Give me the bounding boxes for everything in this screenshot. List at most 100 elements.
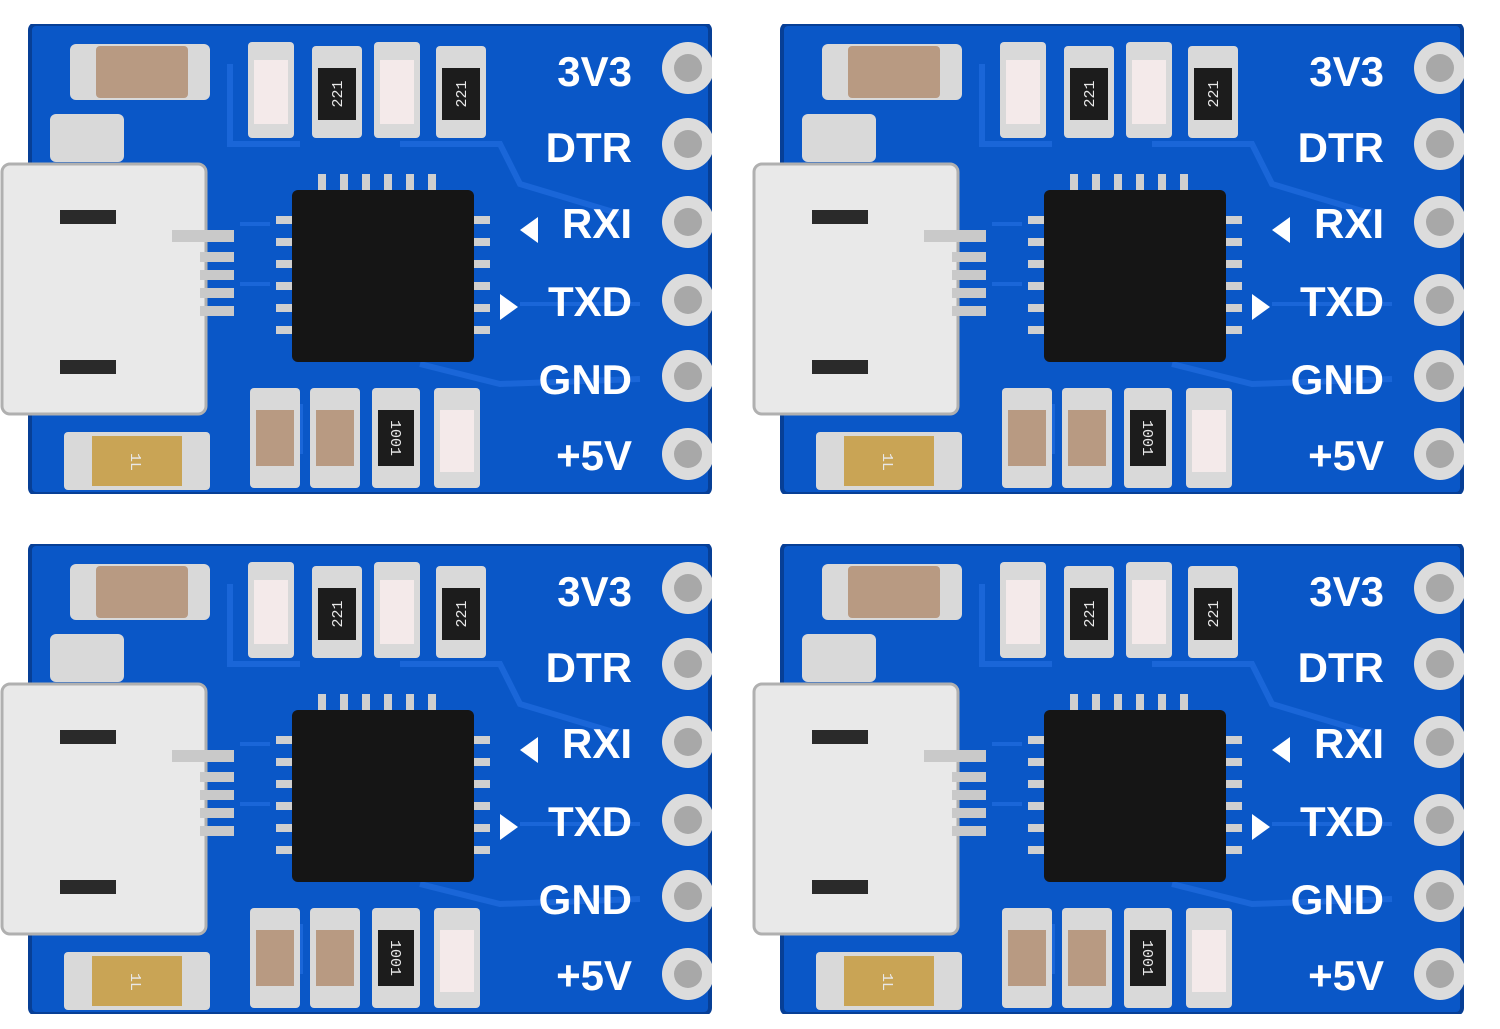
usb-pin xyxy=(952,252,986,262)
input-arrow-icon xyxy=(520,217,538,243)
usb-pin xyxy=(200,288,234,298)
led xyxy=(380,60,414,124)
pin-label-rxi: RXI xyxy=(1314,200,1384,247)
header-holes xyxy=(662,42,712,480)
capacitor xyxy=(848,566,940,618)
usb-pin xyxy=(200,826,234,836)
usb-slot-mark xyxy=(60,880,116,894)
usb-pin xyxy=(200,772,234,782)
pin-label-rxi: RXI xyxy=(562,720,632,767)
resistor xyxy=(1194,588,1232,640)
resistor-code: 1001 xyxy=(1138,420,1155,456)
usb-mount-tab xyxy=(50,114,124,162)
usb-pin xyxy=(172,750,234,762)
capacitor xyxy=(316,930,354,986)
led xyxy=(1006,580,1040,644)
output-arrow-icon xyxy=(500,814,518,840)
usb-pin xyxy=(200,808,234,818)
usb-pin xyxy=(952,790,986,800)
header-holes xyxy=(1414,562,1464,1000)
usb-pin xyxy=(924,750,986,762)
capacitor xyxy=(256,410,294,466)
pin-label-txd: TXD xyxy=(548,798,632,845)
inductor-code: 1L xyxy=(878,973,895,991)
pin-label-dtr: DTR xyxy=(1298,124,1384,171)
led xyxy=(1006,60,1040,124)
led xyxy=(254,580,288,644)
usb-pin xyxy=(952,288,986,298)
pin-label-txd: TXD xyxy=(1300,278,1384,325)
pin-label-5v: +5V xyxy=(1308,432,1384,479)
copper-trace xyxy=(227,584,641,974)
resistor-code: 1001 xyxy=(386,420,403,456)
capacitor xyxy=(1008,930,1046,986)
capacitor xyxy=(316,410,354,466)
resistor xyxy=(442,588,480,640)
pin-label-5v: +5V xyxy=(556,432,632,479)
usb-pin xyxy=(952,306,986,316)
usb-pin xyxy=(200,790,234,800)
led xyxy=(1192,410,1226,472)
usb-pin xyxy=(200,306,234,316)
usb-connector xyxy=(752,682,960,936)
usb-connector xyxy=(0,682,208,936)
pin-label-gnd: GND xyxy=(539,356,632,403)
usb-pin xyxy=(952,270,986,280)
inductor-code: 1L xyxy=(878,453,895,471)
resistor-code: 221 xyxy=(1206,600,1223,627)
usb-slot-mark xyxy=(812,210,868,224)
pin-label-dtr: DTR xyxy=(546,124,632,171)
input-arrow-icon xyxy=(1272,737,1290,763)
pin-label-5v: +5V xyxy=(1308,952,1384,999)
led xyxy=(1132,580,1166,644)
resistor-code: 221 xyxy=(330,600,347,627)
usb-serial-module-graphic: 221 221 1L 1001 xyxy=(0,24,712,494)
inductor-code: 1L xyxy=(126,973,143,991)
led xyxy=(380,580,414,644)
input-arrow-icon xyxy=(1272,217,1290,243)
capacitor xyxy=(96,46,188,98)
pin-label-txd: TXD xyxy=(1300,798,1384,845)
pin-label-3v3: 3V3 xyxy=(1309,48,1384,95)
usb-serial-module-graphic: 221 221 1L 1001 3V3 DTR xyxy=(0,544,712,1014)
resistor xyxy=(1194,68,1232,120)
pin-label-rxi: RXI xyxy=(562,200,632,247)
usb-serial-module: 221 221 1L 1001 3V3 DTR xyxy=(752,544,1464,1014)
usb-serial-module: 221 221 1L 1001 3V3 DTR xyxy=(752,24,1464,494)
pin-label-5v: +5V xyxy=(556,952,632,999)
usb-slot-mark xyxy=(812,880,868,894)
capacitor xyxy=(256,930,294,986)
input-arrow-icon xyxy=(520,737,538,763)
inductor xyxy=(92,436,182,486)
inductor-code: 1L xyxy=(126,453,143,471)
ic-chip-pins xyxy=(276,694,490,854)
pin-label-rxi: RXI xyxy=(1314,720,1384,767)
output-arrow-icon xyxy=(1252,814,1270,840)
resistor-code: 221 xyxy=(1082,600,1099,627)
pin-label-gnd: GND xyxy=(1291,356,1384,403)
capacitor xyxy=(848,46,940,98)
resistor-code: 221 xyxy=(330,80,347,107)
capacitor xyxy=(1008,410,1046,466)
copper-trace xyxy=(979,64,1393,454)
resistor xyxy=(318,68,356,120)
resistor-code: 221 xyxy=(1082,80,1099,107)
resistor xyxy=(442,68,480,120)
led xyxy=(1132,60,1166,124)
usb-pin xyxy=(952,808,986,818)
ic-chip-pins xyxy=(1028,694,1242,854)
copper-trace xyxy=(240,742,640,826)
ic-chip xyxy=(1044,190,1226,362)
output-arrow-icon xyxy=(1252,294,1270,320)
pin-label-3v3: 3V3 xyxy=(557,48,632,95)
usb-pin xyxy=(952,772,986,782)
usb-pin xyxy=(924,230,986,242)
pin-label-gnd: GND xyxy=(539,876,632,923)
copper-trace xyxy=(227,64,641,454)
ic-chip xyxy=(1044,710,1226,882)
copper-trace xyxy=(992,222,1392,306)
pin-label-dtr: DTR xyxy=(1298,644,1384,691)
inductor xyxy=(844,956,934,1006)
resistor-code: 221 xyxy=(454,80,471,107)
usb-slot-mark xyxy=(60,210,116,224)
